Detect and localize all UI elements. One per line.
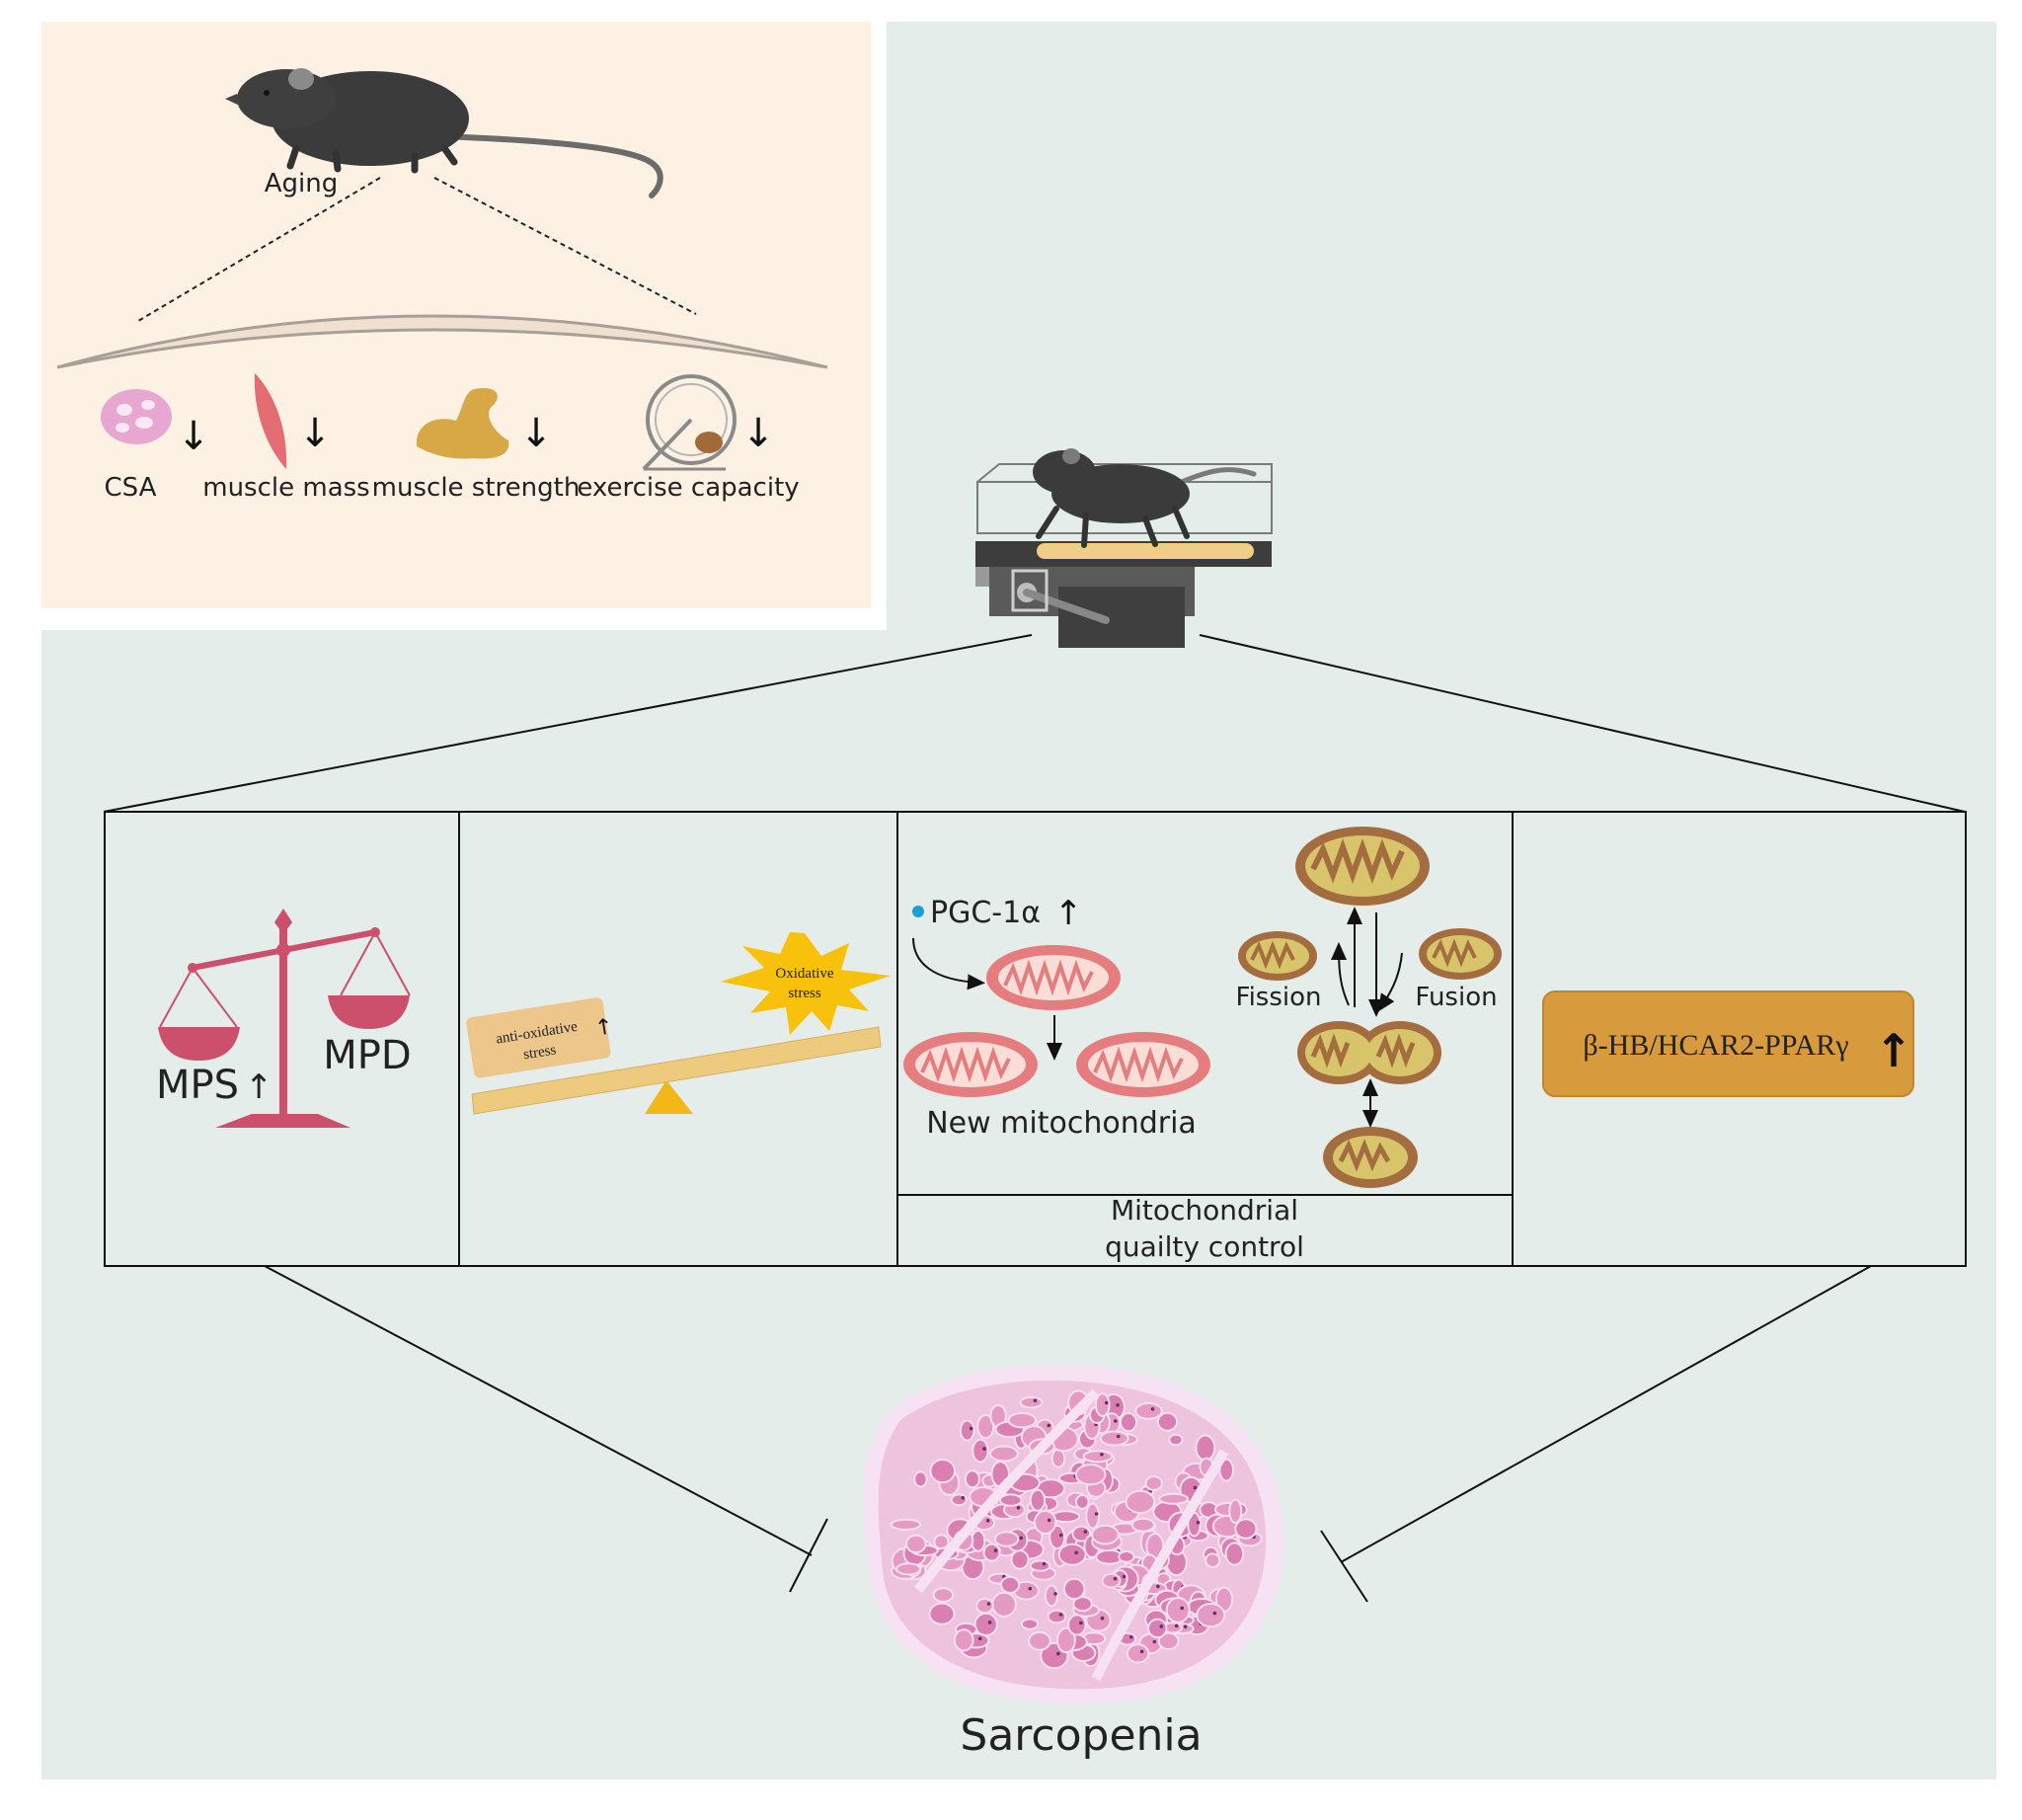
- mechanism-boxes: [104, 811, 1967, 1267]
- seesaw-icon: [471, 1026, 882, 1115]
- muscle-mass-label: muscle mass: [202, 473, 369, 503]
- oxidative-stress-star: [721, 932, 891, 1035]
- csa-icon: [101, 389, 172, 444]
- svg-text:↑: ↑: [593, 1014, 615, 1042]
- muscle-cross-section-icon: [863, 1364, 1283, 1704]
- new-mitochondria-label: New mitochondria: [926, 1106, 1197, 1141]
- quality-control-label-line2: quailty control: [1105, 1230, 1304, 1263]
- csa-down-arrow: ↓: [177, 414, 210, 459]
- pathway-box: [1542, 990, 1914, 1097]
- balance-scale-icon: [158, 909, 411, 1128]
- mitochondrion-bottom-icon: [1323, 1127, 1418, 1188]
- muscle-mass-down-arrow: ↓: [298, 411, 332, 456]
- new-mitochondrion-left-icon: [903, 1032, 1038, 1097]
- inhibition-line-left: [264, 1265, 813, 1556]
- muscle-strength-down-arrow: ↓: [519, 411, 553, 456]
- pgc-label: PGC-1α: [930, 896, 1041, 930]
- aging-arc: [56, 314, 828, 369]
- pathway-label: β-HB/HCAR2-PPARγ: [1583, 1029, 1848, 1062]
- fusion-label: Fusion: [1415, 983, 1497, 1012]
- mitochondrion-small-right-icon: [1419, 928, 1502, 980]
- muscle-strength-label: muscle strength: [372, 473, 581, 503]
- exercise-capacity-label: exercise capacity: [577, 473, 799, 503]
- mps-up-arrow: ↑: [245, 1068, 273, 1107]
- mitochondrion-small-left-icon: [1238, 931, 1317, 981]
- oxidative-stress-label-line2: stress: [788, 986, 820, 1001]
- mitochondrion-top-icon: [1295, 827, 1430, 906]
- muscle-icon: [254, 373, 287, 469]
- flexed-arm-icon: [416, 387, 509, 459]
- running-mouse-icon: [1033, 448, 1257, 548]
- pgc-bullet-icon: [912, 906, 924, 917]
- mitochondrion-fusing-icon: [1297, 1021, 1441, 1084]
- fission-label: Fission: [1236, 983, 1322, 1012]
- inhibition-line-right: [1340, 1265, 1872, 1563]
- mpd-label: MPD: [323, 1033, 411, 1078]
- mps-label: MPS: [156, 1063, 239, 1108]
- csa-label: CSA: [105, 473, 157, 503]
- exercise-wheel-icon: [642, 374, 737, 471]
- antioxidant-label-tag: anti-oxidative stress ↑: [466, 997, 615, 1078]
- mitochondrion-parent-icon: [986, 945, 1121, 1010]
- pgc-up-arrow: ↑: [1054, 894, 1083, 933]
- quality-control-label-line1: Mitochondrial: [1111, 1194, 1298, 1227]
- oxidative-stress-label-line1: Oxidative: [775, 966, 833, 982]
- new-mitochondrion-right-icon: [1076, 1032, 1210, 1097]
- pathway-up-arrow: ↑: [1875, 1024, 1913, 1077]
- aging-mouse-icon: [225, 68, 663, 198]
- aging-label: Aging: [265, 169, 339, 198]
- sarcopenia-label: Sarcopenia: [960, 1710, 1202, 1761]
- exercise-capacity-down-arrow: ↓: [741, 411, 775, 456]
- treadmill-icon: [975, 463, 1273, 648]
- svg-text:stress: stress: [522, 1042, 558, 1063]
